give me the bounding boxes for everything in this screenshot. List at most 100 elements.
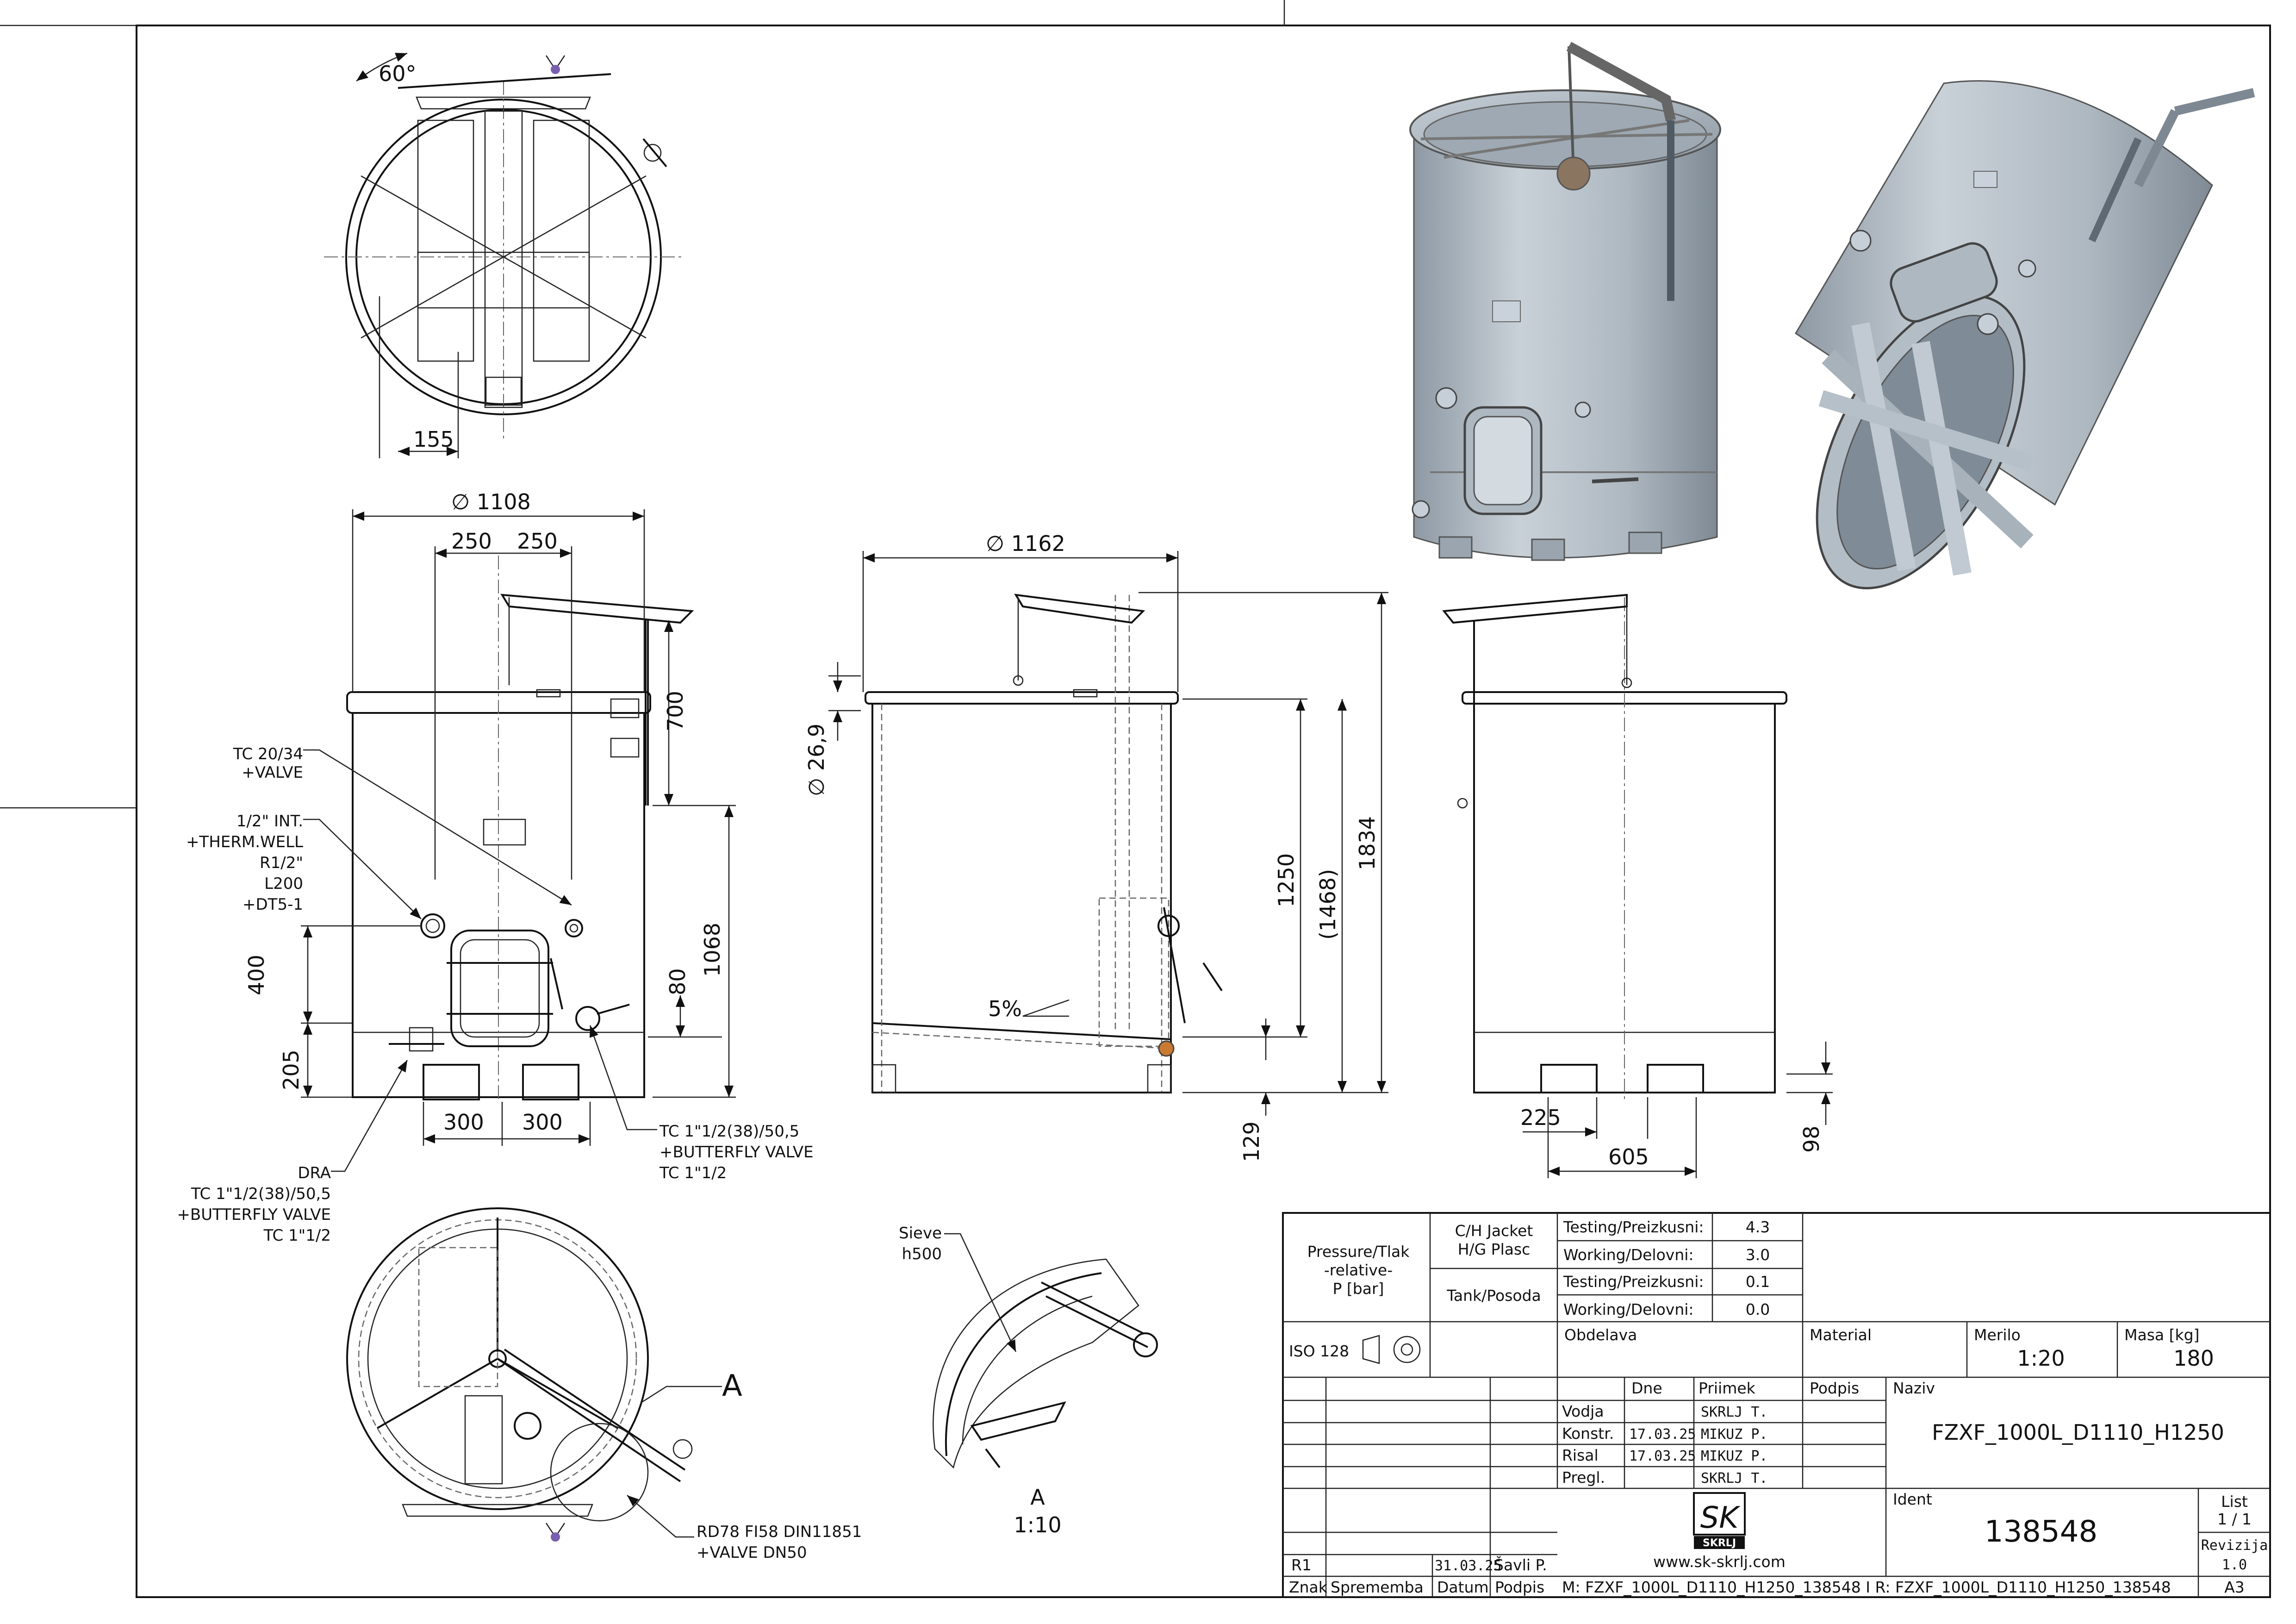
footer-znak: Znak — [1289, 1578, 1328, 1596]
height-1068-label: 1068 — [700, 923, 725, 977]
section-diameter-label: ∅ 1162 — [986, 531, 1065, 556]
footer-sprememba: Sprememba — [1331, 1578, 1424, 1596]
tank-label: Tank/Posoda — [1446, 1287, 1541, 1305]
butterfly-note-2: +BUTTERFLY VALVE — [660, 1143, 814, 1162]
front-diameter-label: ∅ 1108 — [451, 489, 531, 514]
tank-testing-value: 0.1 — [1746, 1273, 1770, 1291]
naziv-label: Naziv — [1893, 1379, 1935, 1397]
tc-valve-note-1: TC 20/34 — [233, 745, 303, 763]
list-label: List — [2221, 1493, 2248, 1511]
side-view: 605 225 98 — [1442, 593, 1833, 1178]
footer-podpis: Podpis — [1495, 1578, 1544, 1596]
merilo-value: 1:20 — [2017, 1346, 2065, 1371]
ident-value: 138548 — [1985, 1515, 2097, 1549]
sheet-frame — [0, 0, 2271, 1598]
revizija-value: 1.0 — [2222, 1557, 2247, 1573]
dim-98-label: 98 — [1799, 1125, 1824, 1153]
tank-testing-label: Testing/Preizkusni: — [1563, 1273, 1704, 1291]
height-1834-label: 1834 — [1355, 816, 1380, 870]
row-vodja-role: Vodja — [1562, 1402, 1604, 1420]
dra-note-2: TC 1"1/2(38)/50,5 — [191, 1185, 331, 1203]
projection-cone-icon — [1362, 1335, 1380, 1364]
therm-note-1: 1/2" INT. — [236, 812, 303, 831]
row-risal-role: Risal — [1562, 1446, 1599, 1464]
revision-mark: R1 — [1291, 1556, 1312, 1574]
bottom-view: A RD78 FI58 DIN11851 +VALVE DN50 — [346, 1207, 862, 1562]
butterfly-note-3: TC 1"1/2 — [659, 1164, 727, 1182]
jacket-testing-value: 4.3 — [1746, 1218, 1770, 1236]
sieve-note-2: h500 — [902, 1245, 942, 1263]
jacket-testing-label: Testing/Preizkusni: — [1563, 1218, 1704, 1236]
row-konstr-role: Konstr. — [1562, 1424, 1614, 1443]
pipe-diameter-label: ∅ 26,9 — [804, 724, 829, 796]
isometric-render-upright — [1409, 42, 1721, 561]
footer-files: M: FZXF_1000L_D1110_H1250_138548 I R: FZ… — [1562, 1578, 2171, 1596]
section-marker-a: A — [722, 1369, 742, 1403]
therm-note-3: R1/2" — [260, 854, 303, 872]
pressure-label-1: Pressure/Tlak — [1307, 1243, 1410, 1261]
masa-value: 180 — [2173, 1346, 2214, 1371]
detail-a-view: Sieve h500 A 1:10 — [899, 1224, 1158, 1537]
projection-circle-icon — [1393, 1336, 1421, 1363]
detail-scale: 1:10 — [1014, 1512, 1061, 1537]
height-129-label: 129 — [1239, 1121, 1264, 1162]
footer-datum: Datum — [1437, 1578, 1489, 1596]
row-risal-name: MIKUZ P. — [1701, 1448, 1768, 1464]
height-80-label: 80 — [665, 968, 690, 995]
therm-note-5: +DT5-1 — [243, 895, 303, 914]
dim-225-label: 225 — [1520, 1105, 1561, 1130]
col-podpis: Podpis — [1810, 1379, 1859, 1397]
tank-working-label: Working/Delovni: — [1563, 1300, 1694, 1318]
jacket-label-1: C/H Jacket — [1455, 1222, 1533, 1240]
company-logo: SK SKRLJ — [1693, 1492, 1746, 1549]
sieve-note-1: Sieve — [899, 1224, 942, 1243]
revision-name: Šavli P. — [1494, 1555, 1547, 1574]
col-priimek: Priimek — [1699, 1379, 1756, 1397]
angle-label: 60° — [379, 61, 417, 86]
row-konstr-name: MIKUZ P. — [1701, 1426, 1768, 1443]
row-pregl-role: Pregl. — [1562, 1468, 1605, 1487]
row-pregl-name: SKRLJ T. — [1701, 1470, 1768, 1487]
jacket-label-2: H/G Plasc — [1458, 1240, 1531, 1258]
masa-label: Masa [kg] — [2124, 1326, 2199, 1344]
title-block: Pressure/Tlak -relative- P [bar] C/H Jac… — [1282, 1212, 2271, 1598]
height-205-label: 205 — [279, 1049, 304, 1090]
revision-date: 31.03.25 — [1435, 1558, 1502, 1574]
height-1468-label: (1468) — [1315, 869, 1340, 940]
dim-605-label: 605 — [1608, 1144, 1649, 1169]
height-1250-label: 1250 — [1274, 853, 1299, 907]
website-text: www.sk-skrlj.com — [1653, 1553, 1786, 1571]
front-view: ∅ 1108 250 250 700 1068 80 400 205 300 3… — [177, 489, 813, 1245]
row-vodja-name: SKRLJ T. — [1701, 1404, 1768, 1420]
logo-letters: SK — [1700, 1501, 1741, 1535]
slope-label: 5% — [988, 996, 1022, 1021]
jacket-working-label: Working/Delovni: — [1563, 1246, 1694, 1264]
iso-label: ISO 128 — [1289, 1342, 1349, 1360]
arm-height-label: 700 — [663, 691, 688, 731]
obdelava-label: Obdelava — [1564, 1326, 1637, 1344]
material-label: Material — [1810, 1326, 1872, 1344]
isometric-render-tilted — [1794, 80, 2255, 590]
offset-155-label: 155 — [413, 427, 454, 452]
row-konstr-date: 17.03.25 — [1629, 1426, 1696, 1443]
pressure-label-3: P [bar] — [1333, 1280, 1384, 1298]
pressure-label-2: -relative- — [1324, 1261, 1393, 1279]
merilo-label: Merilo — [1974, 1326, 2021, 1344]
tank-working-value: 0.0 — [1746, 1300, 1770, 1318]
ident-label: Ident — [1893, 1490, 1932, 1508]
naziv-value: FZXF_1000L_D1110_H1250 — [1932, 1420, 2224, 1445]
list-value: 1 / 1 — [2217, 1510, 2252, 1528]
section-view: 5% ∅ 1162 ∅ 26,9 1250 (1468) 1834 129 — [804, 531, 1388, 1162]
dra-note-3: +BUTTERFLY VALVE — [177, 1206, 331, 1224]
butterfly-note-1: TC 1"1/2(38)/50,5 — [659, 1122, 799, 1141]
top-view: 60° 155 — [324, 52, 683, 458]
height-400-label: 400 — [244, 955, 269, 995]
foot-right-label: 300 — [522, 1110, 563, 1135]
dra-note-4: TC 1"1/2 — [263, 1226, 331, 1245]
foot-left-label: 300 — [443, 1110, 484, 1135]
spacing-right-label: 250 — [517, 529, 558, 554]
manway-note-2: +VALVE DN50 — [697, 1543, 807, 1562]
spacing-left-label: 250 — [451, 529, 492, 554]
revizija-label: Revizija — [2201, 1537, 2268, 1554]
